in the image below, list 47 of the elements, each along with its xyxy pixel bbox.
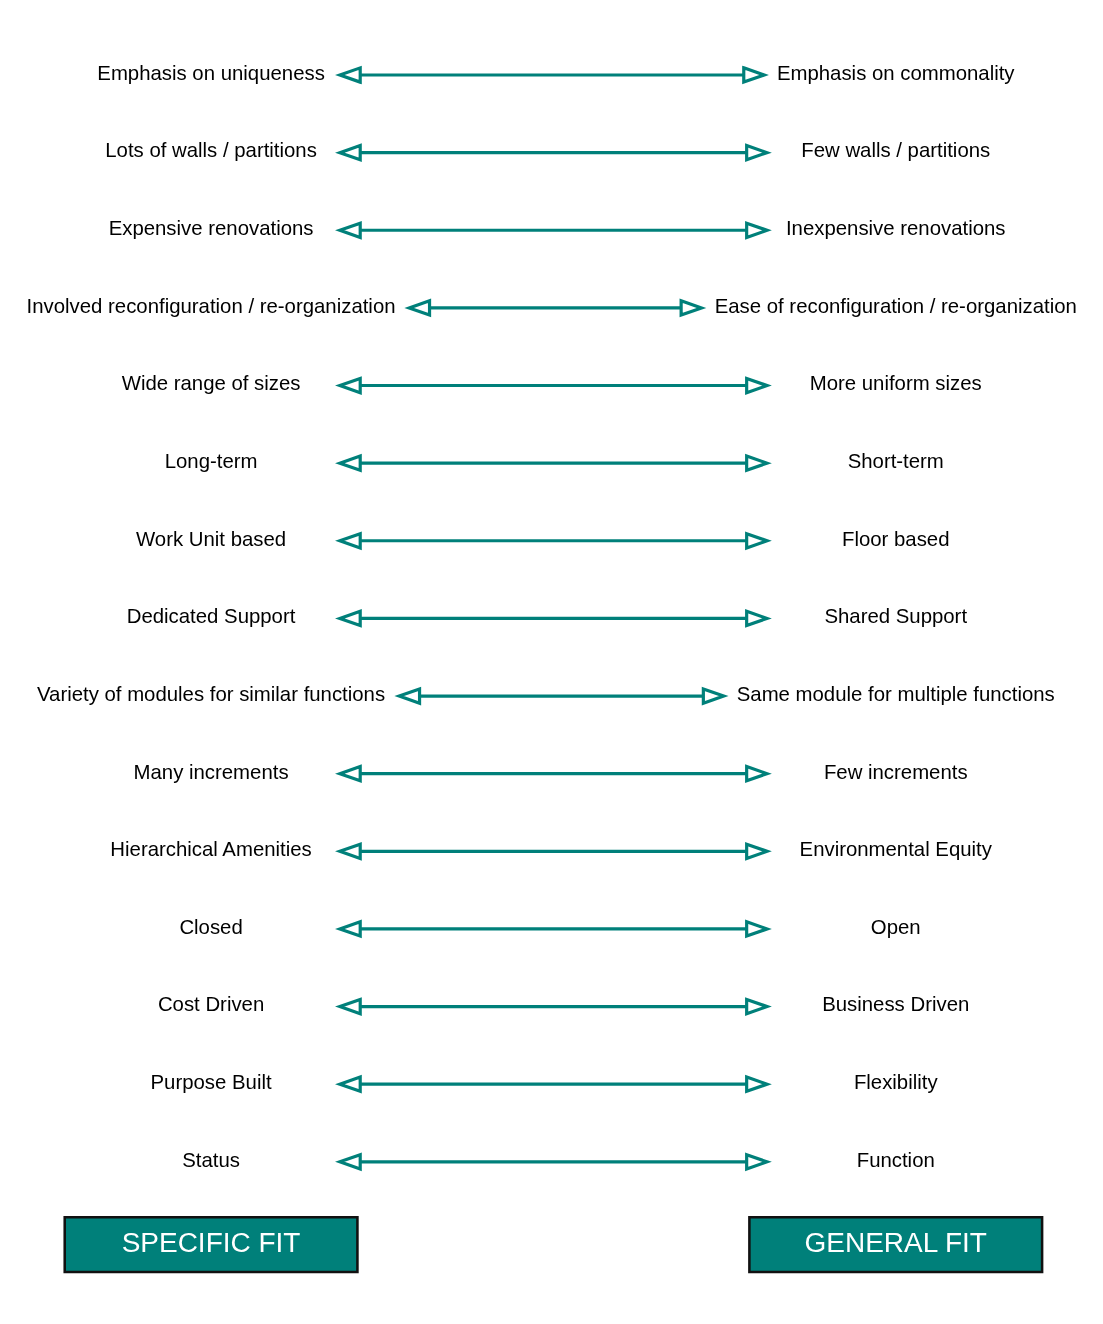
arrow: [335, 531, 772, 551]
node-text: Environmental Equity: [799, 838, 992, 861]
arrow: [335, 65, 769, 85]
node-text: Work Unit based: [136, 527, 287, 550]
node-text: Flexibility: [853, 1071, 938, 1094]
node-text: More uniform sizes: [809, 372, 982, 395]
node-text: Lots of walls / partitions: [105, 139, 317, 162]
node-text: Few walls / partitions: [801, 139, 991, 162]
node-text: Purpose Built: [150, 1071, 272, 1094]
node-box: SPECIFIC FIT: [63, 1215, 359, 1274]
arrow: [335, 1074, 772, 1094]
node-text: Emphasis on uniqueness: [97, 61, 325, 84]
arrow: [335, 453, 772, 473]
node-text: Dedicated Support: [126, 605, 296, 628]
node-box: GENERAL FIT: [748, 1215, 1044, 1274]
arrow: [404, 298, 707, 318]
node-text: Inexpensive renovations: [785, 217, 1006, 240]
node-text: Cost Driven: [157, 993, 265, 1016]
node-text: Open: [870, 915, 921, 938]
arrow: [335, 376, 772, 395]
arrow: [335, 143, 772, 162]
arrow: [394, 686, 729, 706]
arrow: [335, 841, 772, 861]
node-text: Function: [856, 1148, 935, 1171]
arrow: [335, 1152, 772, 1172]
node-text: Closed: [179, 915, 243, 938]
node-text: Shared Support: [824, 605, 968, 628]
node-text: Hierarchical Amenities: [110, 838, 312, 861]
node-text: Status: [182, 1148, 240, 1171]
arrow: [335, 220, 772, 240]
node-text: Emphasis on commonality: [776, 61, 1015, 84]
node-text: Involved reconfiguration / re-organization: [26, 294, 396, 317]
arrow: [335, 609, 772, 628]
node-text: Same module for multiple functions: [736, 682, 1055, 705]
node-text: Long-term: [164, 449, 258, 472]
node-text: Business Driven: [822, 993, 970, 1016]
arrow: [335, 919, 772, 939]
node-text: Wide range of sizes: [121, 372, 301, 395]
node-text: Floor based: [841, 527, 950, 550]
arrow: [335, 764, 772, 784]
node-text: Expensive renovations: [108, 217, 314, 240]
arrow: [335, 997, 772, 1016]
node-text: Ease of reconfiguration / re-organization: [714, 294, 1077, 317]
node-text: Short-term: [847, 449, 944, 472]
node-text: Few increments: [823, 760, 968, 783]
node-text: Variety of modules for similar functions: [37, 682, 386, 705]
node-text: Many increments: [133, 760, 289, 783]
